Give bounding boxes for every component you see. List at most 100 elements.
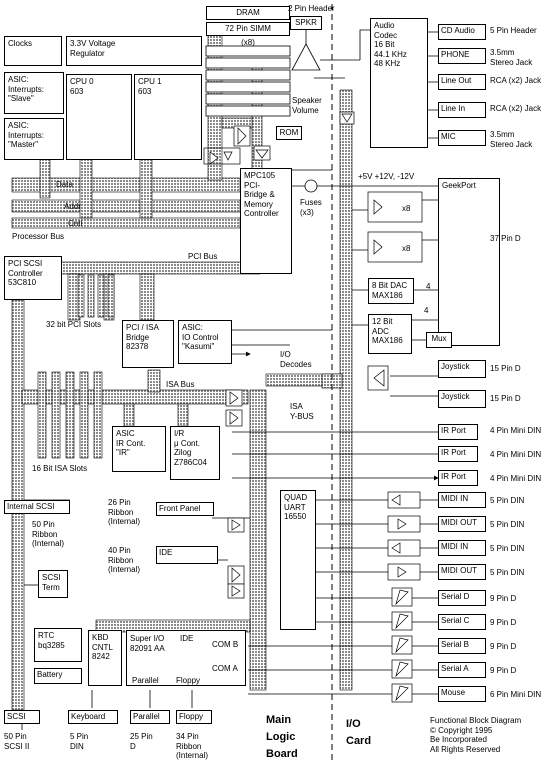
cntl-bus-label: Cntl — [68, 219, 83, 228]
front-panel-block: Front Panel — [156, 502, 214, 516]
cd-audio-spec: 5 Pin Header — [490, 26, 537, 35]
simm-block: 72 Pin SIMM — [206, 22, 290, 36]
ribbon-26-label: 26 Pin Ribbon (Internal) — [108, 498, 141, 527]
voltage-regulator-block: 3.3V Voltage Regulator — [66, 36, 202, 66]
mouse-spec: 6 Pin Mini DIN — [490, 690, 542, 699]
header-2pin-label: 2 Pin Header — [288, 4, 335, 13]
line-in-spec: RCA (x2) Jack — [490, 104, 542, 113]
ir-port-1: IR Port — [438, 424, 478, 440]
isa-bus-drop — [147, 369, 161, 393]
io-decodes-label: I/O Decodes — [280, 350, 312, 369]
mpc105-block: MPC105 PCI- Bridge & Memory Controller — [240, 168, 292, 274]
rtc-block: RTC bq3285 — [34, 628, 82, 662]
ide-block: IDE — [156, 546, 218, 564]
midi-out-1-spec: 5 Pin DIN — [490, 520, 525, 529]
midi-out-2-spec: 5 Pin DIN — [490, 568, 525, 577]
pci-slots — [77, 274, 115, 318]
mem-buffer-1 — [209, 151, 219, 165]
cpu1-bus-drop — [139, 157, 153, 219]
driver-x8-b: x8 — [402, 244, 411, 253]
floppy-pin-label: Floppy — [176, 676, 201, 685]
floppy-connector-spec: 34 Pin Ribbon (Internal) — [176, 732, 209, 761]
driver-x8-a: x8 — [402, 204, 411, 213]
simm-count: (x8) — [241, 38, 255, 47]
pci-isa-bridge-block: PCI / ISA Bridge 82378 — [122, 320, 174, 368]
isa-link-ir — [123, 403, 135, 427]
phone-spec: 3.5mm Stereo Jack — [490, 48, 533, 67]
pci-slots-label: 32 bit PCI Slots — [46, 320, 102, 329]
spkr-block: SPKR — [290, 16, 322, 30]
line-out-spec: RCA (x2) Jack — [490, 76, 542, 85]
geekport-spec: 37 Pin D — [490, 234, 521, 243]
keyboard-connector-spec: 5 Pin DIN — [70, 732, 89, 751]
adc-bits-label: 4 — [424, 306, 429, 315]
phone-port: PHONE — [438, 48, 486, 64]
kbd-cntl-block: KBD CNTL 8242 — [88, 630, 122, 686]
parallel-connector: Parallel — [130, 710, 170, 724]
super-io-label: Super I/O 82091 AA — [130, 634, 165, 653]
asic-slave-block: ASIC: Interrupts: "Slave" — [4, 72, 64, 114]
asic-master-block: ASIC: Interrupts: "Master" — [4, 118, 64, 160]
isa-bus-label: ISA Bus — [166, 380, 195, 389]
ir-port-3: IR Port — [438, 470, 478, 486]
line-out-port: Line Out — [438, 74, 486, 90]
main-logic-board-title: Main Logic Board — [266, 714, 298, 761]
cpu1-block: CPU 1 603 — [134, 74, 202, 160]
adc-block: 12 Bit ADC MAX186 — [368, 314, 412, 354]
floppy-connector: Floppy — [176, 710, 212, 724]
super-io-block — [126, 630, 246, 686]
speaker-volume-label: Speaker Volume — [292, 96, 322, 115]
dac-block: 8 Bit DAC MAX186 — [368, 278, 414, 304]
mic-spec: 3.5mm Stereo Jack — [490, 130, 533, 149]
midi-out-port-1: MIDI OUT — [438, 516, 486, 532]
processor-addr-bus — [11, 199, 241, 213]
copyright-caption: Functional Block Diagram © Copyright 199… — [430, 716, 522, 754]
midi-in-port-1: MIDI IN — [438, 492, 486, 508]
data-bus-label: Data — [56, 180, 73, 189]
serial-b-port: Serial B — [438, 638, 486, 654]
pci-bus-label: PCI Bus — [188, 252, 218, 261]
geekport-block: GeekPort — [438, 178, 500, 346]
joystick-port-2: Joystick — [438, 390, 486, 408]
line-in-port: Line In — [438, 102, 486, 118]
cd-audio-port: CD Audio — [438, 24, 486, 40]
midi-in-2-spec: 5 Pin DIN — [490, 544, 525, 553]
com-a-label: COM A — [212, 664, 238, 673]
ir-port-1-spec: 4 Pin Mini DIN — [490, 426, 542, 435]
midi-out-port-2: MIDI OUT — [438, 564, 486, 580]
buffers — [203, 111, 389, 599]
dac-bits-label: 4 — [426, 282, 431, 291]
processor-cntl-bus — [11, 217, 241, 229]
pci-bus — [59, 261, 261, 275]
ribbon-40-label: 40 Pin Ribbon (Internal) — [108, 546, 141, 575]
isa-link-zilog — [177, 403, 189, 427]
serial-b-spec: 9 Pin D — [490, 642, 517, 651]
serial-a-port: Serial A — [438, 662, 486, 678]
ir-port-3-spec: 4 Pin Mini DIN — [490, 474, 542, 483]
parallel-connector-spec: 25 Pin D — [130, 732, 153, 751]
battery-block: Battery — [34, 668, 82, 684]
serial-a-spec: 9 Pin D — [490, 666, 517, 675]
keyboard-connector: Keyboard — [68, 710, 118, 724]
mouse-port: Mouse — [438, 686, 486, 702]
parallel-pin-label: Parallel — [132, 676, 159, 685]
joystick-2-spec: 15 Pin D — [490, 394, 521, 403]
scsi-term-block: SCSI Term — [38, 570, 68, 598]
simm-stack — [205, 45, 291, 117]
driver-symbols — [387, 491, 421, 703]
geekport-drivers — [367, 191, 423, 263]
processor-bus-label: Processor Bus — [12, 232, 65, 241]
serial-d-port: Serial D — [438, 590, 486, 606]
ir-port-2-spec: 4 Pin Mini DIN — [490, 450, 542, 459]
asic-ir-block: ASIC IR Cont. "IR" — [112, 426, 166, 472]
isa-ybus-label: ISA Y-BUS — [290, 402, 314, 421]
pci-bus-drop — [139, 273, 155, 321]
zilog-block: I/R μ Cont. Zilog Z786C04 — [170, 426, 220, 480]
scsi-connector-spec: 50 Pin SCSI II — [4, 732, 30, 751]
internal-scsi-block: Internal SCSI — [4, 500, 70, 514]
cpu0-bus-drop — [79, 157, 93, 219]
io-card-title: I/O Card — [346, 718, 372, 748]
addr-bus-label: Addr — [64, 202, 81, 211]
mux-block: Mux — [426, 332, 452, 348]
